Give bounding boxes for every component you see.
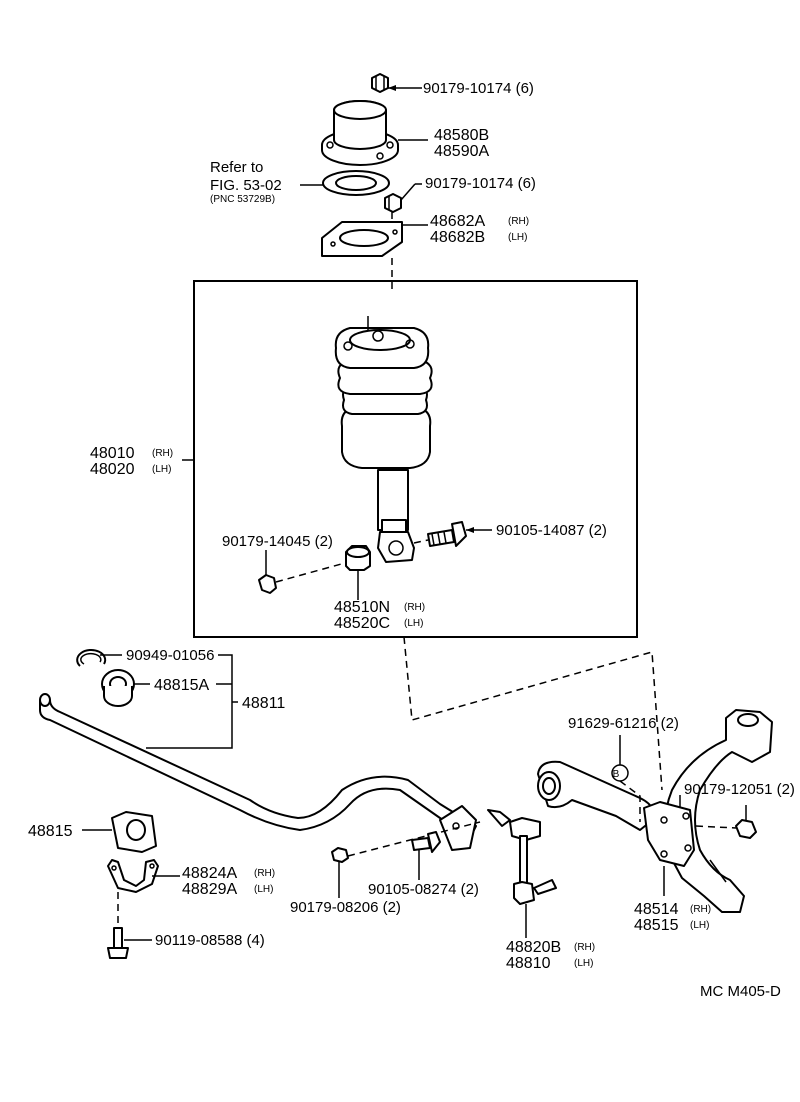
centerline-strut-to-arm bbox=[403, 636, 663, 791]
label-bracket-bolt: 90119-08588 (4) bbox=[155, 932, 265, 949]
bracket-bolt-part bbox=[107, 927, 129, 959]
label-arm-bracket-rh: 48514 bbox=[634, 901, 679, 918]
label-nut-top: 90179-10174 (6) bbox=[423, 80, 534, 97]
air-spring-strut-part bbox=[334, 316, 433, 563]
centerline-bushing bbox=[275, 562, 346, 583]
stabilizer-bushing-a-part bbox=[101, 669, 135, 707]
label-plate-rh-side: (RH) bbox=[508, 216, 529, 227]
arrow-nut-top bbox=[388, 85, 396, 91]
support-plate-part bbox=[321, 221, 403, 257]
stabilizer-bar-part bbox=[39, 693, 477, 851]
label-strut-rh: 48010 bbox=[90, 445, 135, 462]
label-strut-lh-side: (LH) bbox=[152, 464, 171, 475]
label-strut-bolt: 90105-14087 (2) bbox=[496, 522, 607, 539]
centerline-arm-nut bbox=[695, 825, 737, 829]
stabilizer-link-part bbox=[487, 809, 557, 905]
label-arm-nut: 90179-12051 (2) bbox=[684, 781, 795, 798]
arrow-strut-bolt bbox=[466, 527, 474, 533]
label-bushing-rh: 48510N bbox=[334, 599, 390, 616]
label-mount-a: 48580B bbox=[434, 127, 489, 144]
bushing-nut-part bbox=[258, 574, 277, 594]
label-arm-bracket-lh: 48515 bbox=[634, 917, 679, 934]
label-refer-line1: Refer to bbox=[210, 159, 263, 176]
label-plate-lh-side: (LH) bbox=[508, 232, 527, 243]
label-plate-rh: 48682A bbox=[430, 213, 485, 230]
arm-bracket-part bbox=[643, 801, 695, 867]
label-link-bolt: 90105-08274 (2) bbox=[368, 881, 479, 898]
leader-nut-mid bbox=[400, 183, 416, 201]
figure-code: MC M405-D bbox=[700, 983, 781, 1000]
label-refer-line3: (PNC 53729B) bbox=[210, 194, 275, 205]
strut-bolt-part bbox=[427, 521, 467, 547]
snap-ring-part bbox=[76, 648, 107, 667]
label-ring: 90949-01056 bbox=[126, 647, 214, 664]
strut-bushing-part bbox=[345, 545, 371, 571]
label-strut-rh-side: (RH) bbox=[152, 448, 173, 459]
label-link-nut: 90179-08206 (2) bbox=[290, 899, 401, 916]
centerline-link bbox=[347, 821, 481, 857]
label-marker-b: B bbox=[613, 769, 620, 780]
centerline-marker-b bbox=[619, 780, 641, 822]
centerline-strut-bolt bbox=[413, 539, 429, 544]
middle-nut-part bbox=[384, 193, 402, 213]
label-bracket-rh: 48824A bbox=[182, 865, 237, 882]
label-bracket-rh-side: (RH) bbox=[254, 868, 275, 879]
gasket-part bbox=[322, 170, 390, 196]
label-arm-bracket-rh-side: (RH) bbox=[690, 904, 711, 915]
label-bracket-lh: 48829A bbox=[182, 881, 237, 898]
steering-knuckle-part bbox=[663, 709, 773, 913]
strut-assembly-box bbox=[193, 280, 638, 638]
link-nut-part bbox=[331, 847, 349, 863]
upper-support-mount-part bbox=[321, 100, 399, 166]
label-mount-b: 48590A bbox=[434, 143, 489, 160]
label-link-rh: 48820B bbox=[506, 939, 561, 956]
label-stab-bar: 48811 bbox=[242, 695, 285, 712]
link-bolt-part bbox=[411, 831, 441, 853]
label-bushing-nut: 90179-14045 (2) bbox=[222, 533, 333, 550]
label-bushing-a: 48815A bbox=[154, 677, 209, 694]
label-link-rh-side: (RH) bbox=[574, 942, 595, 953]
label-link-lh-side: (LH) bbox=[574, 958, 593, 969]
label-refer-line2: FIG. 53-02 bbox=[210, 177, 282, 194]
label-stab-bushing: 48815 bbox=[28, 823, 73, 840]
arm-nut-part bbox=[735, 819, 757, 839]
label-bushing-lh: 48520C bbox=[334, 615, 390, 632]
label-strut-lh: 48020 bbox=[90, 461, 135, 478]
stabilizer-bracket-part bbox=[107, 859, 159, 893]
label-plate-lh: 48682B bbox=[430, 229, 485, 246]
label-bushing-lh-side: (LH) bbox=[404, 618, 423, 629]
label-link-lh: 48810 bbox=[506, 955, 551, 972]
label-arm-bracket-lh-side: (LH) bbox=[690, 920, 709, 931]
top-nut-part bbox=[371, 73, 389, 93]
label-bracket-lh-side: (LH) bbox=[254, 884, 273, 895]
stabilizer-bushing-part bbox=[111, 811, 157, 853]
label-nut-mid: 90179-10174 (6) bbox=[425, 175, 536, 192]
bracket-48811 bbox=[146, 654, 233, 749]
lower-arm-part bbox=[537, 760, 655, 831]
label-bolt-b: 91629-61216 (2) bbox=[568, 715, 679, 732]
label-bushing-rh-side: (RH) bbox=[404, 602, 425, 613]
